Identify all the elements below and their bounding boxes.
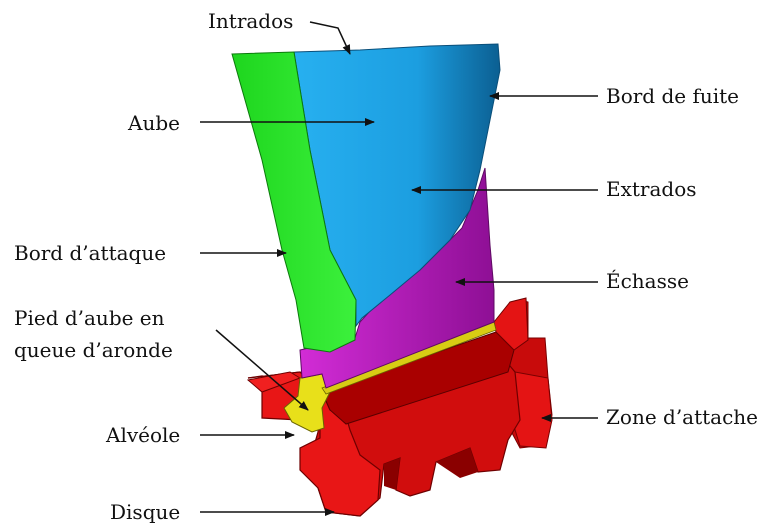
- label-pied-aube-line2: queue d’aronde: [14, 338, 173, 362]
- label-extrados: Extrados: [606, 177, 697, 201]
- label-aube: Aube: [127, 111, 180, 135]
- arrow-intrados: [310, 22, 350, 54]
- label-intrados: Intrados: [208, 9, 293, 33]
- label-echasse: Échasse: [606, 269, 689, 293]
- label-pied-aube-line1: Pied d’aube en: [14, 306, 165, 330]
- label-zone-attache: Zone d’attache: [606, 405, 758, 429]
- label-bord-de-fuite: Bord de fuite: [606, 84, 739, 108]
- label-alveole: Alvéole: [105, 423, 180, 447]
- label-bord-attaque: Bord d’attaque: [14, 241, 166, 265]
- label-disque: Disque: [110, 500, 180, 524]
